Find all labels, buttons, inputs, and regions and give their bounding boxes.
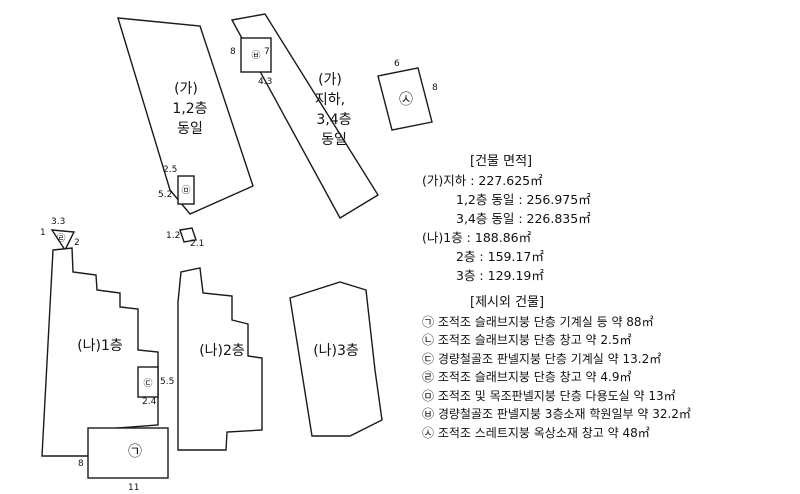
dim-rieul-top: 3.3	[51, 217, 65, 227]
area-row: (나)1층 : 188.86㎡	[422, 230, 532, 245]
label-ga-floor34-l2: 지하,	[315, 92, 345, 108]
label-na-floor1: (나)1층	[77, 338, 123, 354]
label-ga-floor12-l2: 1,2층	[172, 101, 207, 117]
dim-rieul-left: 1	[40, 228, 46, 238]
dim-digeut-right: 5.5	[160, 377, 174, 387]
area-row: 3층 : 129.19㎡	[456, 268, 544, 283]
mark-giyeok: ㉠	[128, 444, 142, 460]
extra-row: ㉦ 조적조 스레트지붕 옥상소재 창고 약 48㎡	[422, 425, 650, 440]
mark-mieum: ㉤	[181, 185, 190, 196]
label-na-floor2: (나)2층	[199, 343, 245, 359]
area-row: (가)지하 : 227.625㎡	[422, 173, 543, 188]
label-ga-floor12-l3: 동일	[177, 121, 203, 137]
dim-mieum-left: 5.2	[158, 190, 172, 200]
dim-mieum-top: 2.5	[163, 165, 177, 175]
annex-bieup	[240, 37, 272, 73]
mark-digeut: ㉢	[143, 378, 152, 389]
annex-rieul	[50, 229, 76, 252]
annex-small	[179, 227, 197, 243]
dim-digeut-bottom: 2.4	[142, 397, 157, 407]
dim-bieup-bottom: 4.3	[258, 77, 272, 87]
extra-row: ㉠ 조적조 슬래브지붕 단층 기계실 등 약 88㎡	[422, 314, 654, 329]
dim-giyeok-bottom: 11	[128, 483, 139, 493]
annex-siot	[377, 67, 433, 131]
extra-row: ㉡ 조적조 슬래브지붕 단층 창고 약 2.5㎡	[422, 333, 632, 347]
label-ga-floor34-l3: 3,4층	[316, 112, 351, 128]
area-legend: [건물 면적] (가)지하 : 227.625㎡ 1,2층 동일 : 256.9…	[422, 152, 591, 285]
extra-row: ㉢ 경량철골조 판넬지붕 단층 기계실 약 13.2㎡	[422, 351, 662, 366]
label-na-floor3: (나)3층	[313, 343, 359, 359]
annex-giyeok	[87, 427, 169, 479]
extra-row: ㉤ 조적조 및 목조판넬지붕 단층 다용도실 약 13㎡	[422, 388, 676, 403]
dim-bieup-left: 8	[230, 47, 236, 57]
extra-legend-title: [제시외 건물]	[470, 295, 545, 310]
area-row: 2층 : 159.17㎡	[456, 249, 544, 264]
extra-row: ㉣ 조적조 슬래브지붕 단층 창고 약 4.9㎡	[422, 370, 632, 384]
dim-siot-right: 8	[432, 83, 438, 93]
dim-siot-top: 6	[394, 59, 400, 69]
dim-small-left: 1.2	[166, 231, 180, 241]
annex-digeut	[137, 366, 159, 398]
label-ga-floor34-l1: (가)	[318, 72, 342, 88]
label-ga-floor12-l1: (가)	[174, 81, 198, 97]
annex-mieum	[177, 175, 195, 205]
mark-siot: ㉦	[399, 92, 413, 108]
building-na-floor2	[177, 267, 263, 451]
dim-small-bottom: 2.1	[190, 239, 204, 249]
extra-row: ㉥ 경량철골조 판넬지붕 3층소재 학원일부 약 32.2㎡	[422, 407, 691, 421]
dim-bieup-right: 7	[264, 47, 270, 57]
area-row: 3,4층 동일 : 226.835㎡	[456, 211, 591, 226]
label-ga-floor34-l4: 동일	[321, 132, 347, 148]
building-na-floor3	[289, 281, 383, 437]
area-row: 1,2층 동일 : 256.975㎡	[456, 192, 591, 207]
area-legend-title: [건물 면적]	[470, 154, 533, 169]
mark-bieup: ㉥	[251, 50, 260, 61]
mark-rieul: ㉣	[56, 233, 65, 244]
dim-rieul-right: 2	[74, 238, 80, 248]
dim-giyeok-left: 8	[78, 459, 84, 469]
building-ga-floor12	[117, 17, 254, 215]
extra-building-legend: [제시외 건물] ㉠ 조적조 슬래브지붕 단층 기계실 등 약 88㎡ ㉡ 조적…	[422, 294, 691, 442]
